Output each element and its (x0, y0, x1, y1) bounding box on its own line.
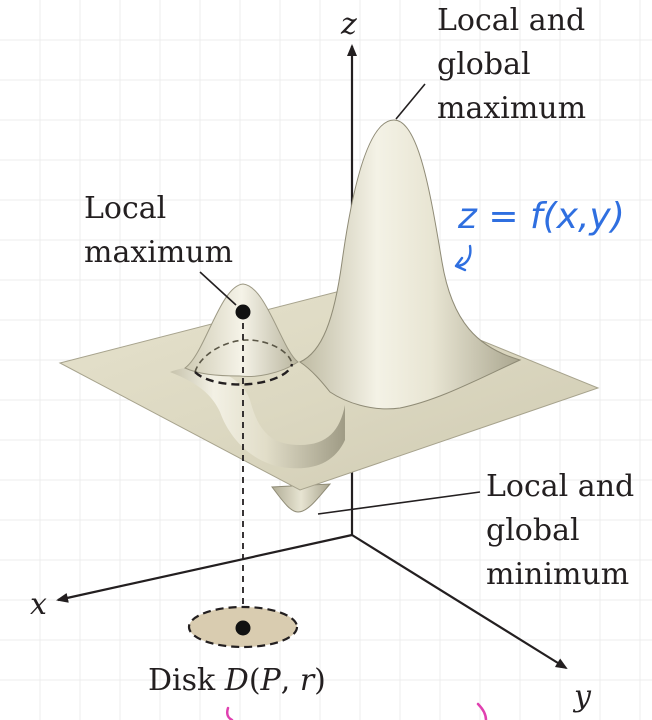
handwritten-equation: z = f(x,y) (457, 196, 625, 237)
disk-label-open: ( (249, 663, 261, 698)
surface-trough (170, 367, 345, 469)
global-min-label-line1: Local and (486, 469, 634, 504)
local-max-point (235, 304, 251, 320)
disk-label-comma: , (281, 663, 300, 698)
surface-underside-dip (271, 483, 332, 513)
surface-local-bump (184, 283, 299, 377)
disk-label-close: ) (314, 663, 326, 698)
handwritten-pink-mark-right (476, 702, 488, 720)
z-axis-label: z (340, 7, 357, 42)
y-axis (351, 534, 568, 670)
y-axis-label: y (572, 679, 592, 714)
leader-global-max (395, 83, 426, 120)
global-min-label-line3: minimum (486, 557, 629, 592)
handwritten-pink-mark-left (225, 706, 234, 720)
disk-label: Disk D(P, r) (148, 663, 326, 698)
global-max-label-line2: global (437, 47, 531, 82)
local-max-label-line2: maximum (84, 235, 233, 270)
x-axis (56, 533, 353, 603)
local-max-level-curve-back (194, 339, 293, 373)
surface-global-peak (298, 119, 522, 410)
leader-global-min (317, 491, 481, 515)
local-max-label-line1: Local (84, 191, 166, 226)
x-axis-label: x (30, 587, 47, 622)
disk-center-point (235, 620, 251, 636)
leader-local-max (199, 271, 237, 306)
global-max-label-line3: maximum (437, 91, 586, 126)
global-max-label-line1: Local and (437, 3, 585, 38)
disk-label-D: D (224, 663, 249, 698)
disk-label-prefix: Disk (148, 663, 225, 698)
global-min-label-line2: global (486, 513, 580, 548)
disk-label-r: r (300, 663, 316, 698)
local-max-level-curve-front (194, 363, 294, 386)
disk-label-P: P (260, 663, 282, 698)
handwritten-arrow-icon (454, 244, 472, 272)
